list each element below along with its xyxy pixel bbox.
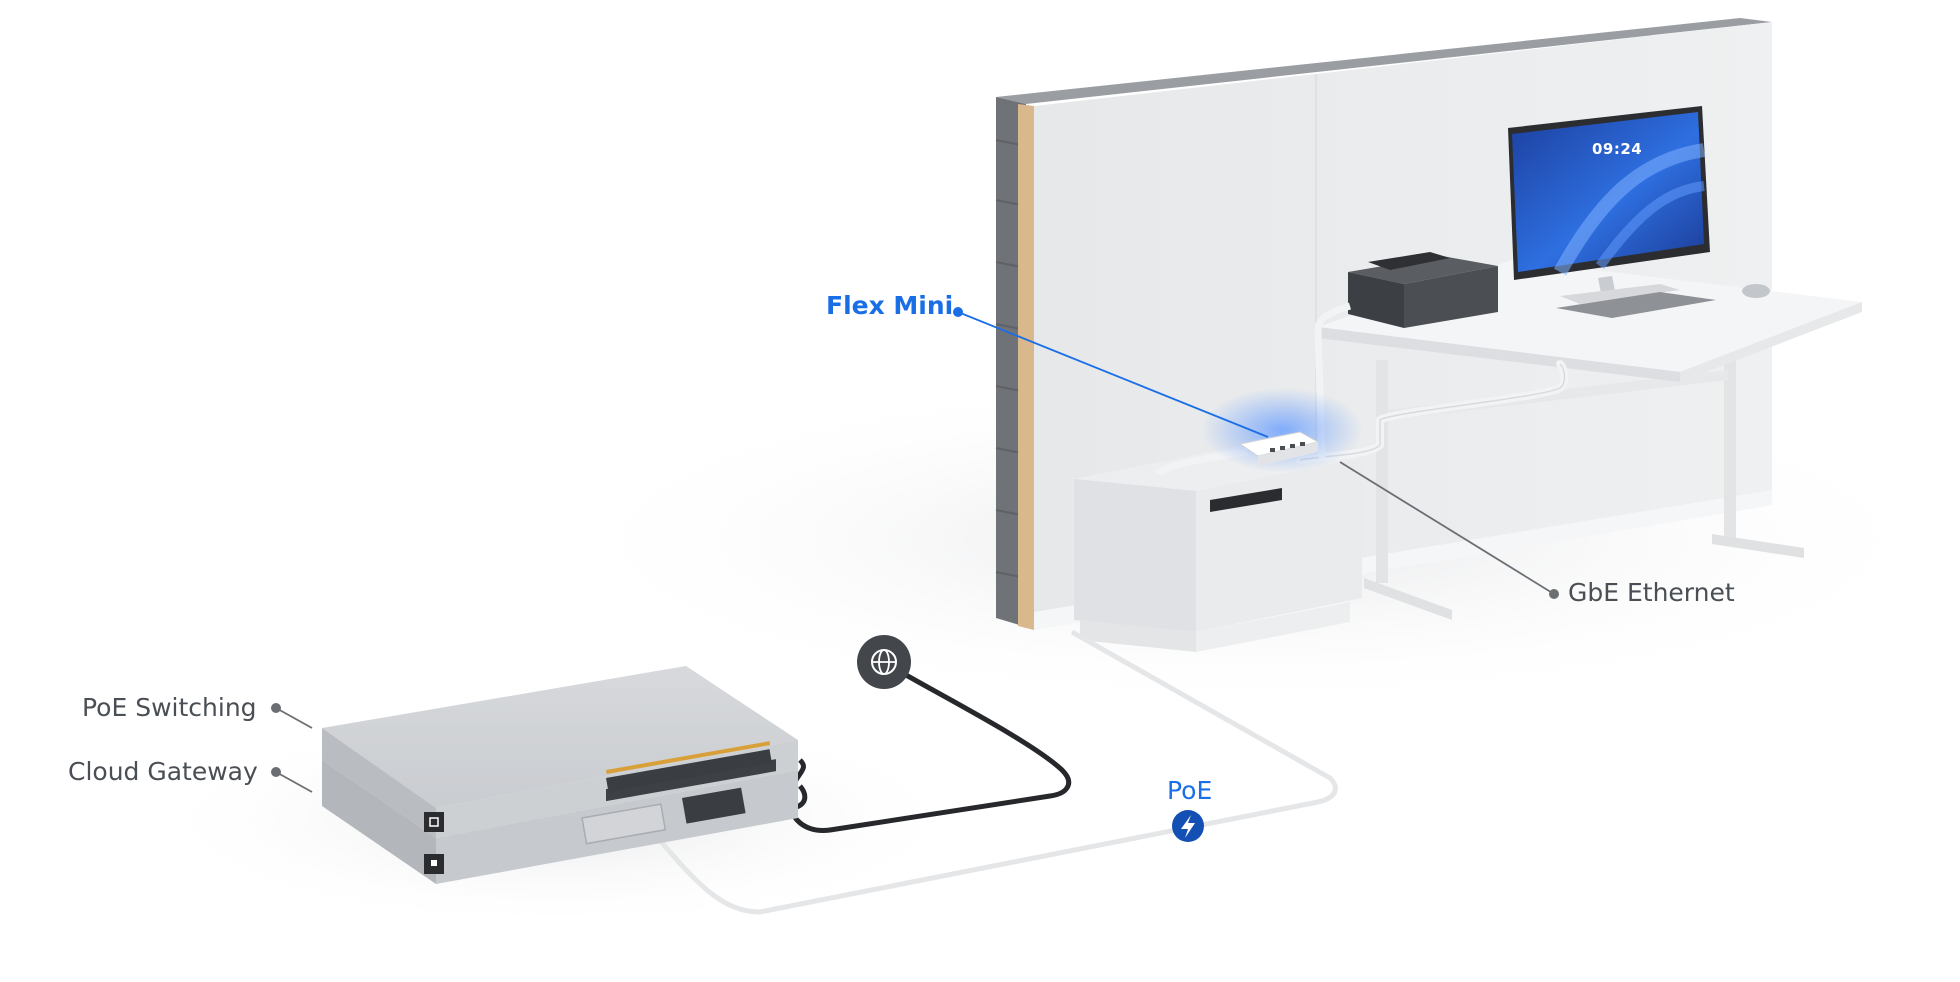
mouse — [1742, 284, 1770, 298]
monitor — [1508, 106, 1710, 304]
printer — [1348, 252, 1498, 328]
flex-mini-label: Flex Mini — [826, 291, 954, 320]
gbe-dot — [1549, 589, 1559, 599]
desk — [1318, 260, 1862, 620]
gbe-leader — [1339, 461, 1555, 595]
cloud-gateway-leader — [275, 771, 313, 793]
lightning-bolt-icon — [1172, 810, 1204, 842]
rack-devices — [322, 666, 798, 884]
monitor-clock: 09:24 — [1592, 140, 1643, 158]
cabinet — [1074, 446, 1362, 652]
flex-mini-dot — [953, 307, 963, 317]
flex-mini-device — [1238, 431, 1320, 466]
globe-icon — [857, 635, 911, 689]
poe-label: PoE — [1167, 776, 1213, 805]
cloud-gateway-dot — [271, 767, 281, 777]
poe-cable — [620, 629, 1338, 915]
flex-mini-glow — [1202, 388, 1362, 472]
flex-mini-leader — [957, 311, 1269, 438]
gbe-ethernet-label: GbE Ethernet — [1568, 578, 1735, 607]
poe-switching-label: PoE Switching — [82, 693, 257, 722]
ethernet-cable-printer — [1314, 302, 1352, 459]
keyboard — [1556, 292, 1716, 318]
poe-switching-dot — [271, 703, 281, 713]
poe-switching-leader — [275, 707, 313, 729]
switch-port-leds — [605, 741, 772, 792]
cloud-gateway-label: Cloud Gateway — [68, 757, 258, 786]
